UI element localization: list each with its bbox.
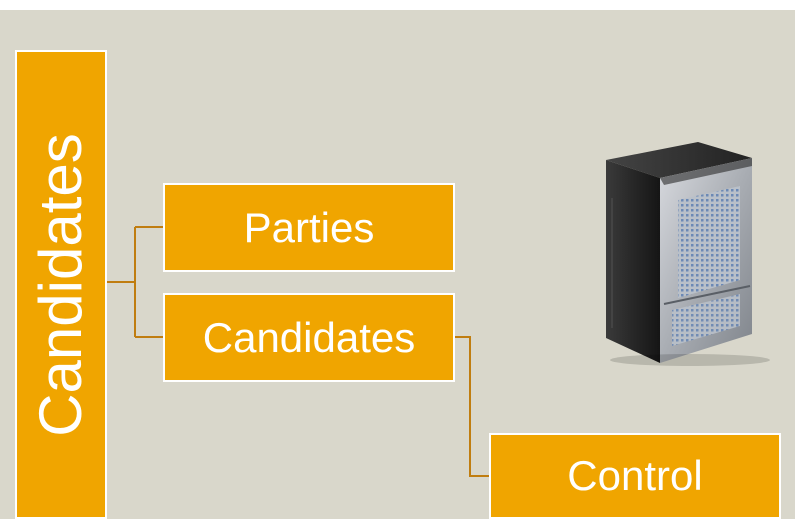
connector-lines: [107, 226, 489, 477]
diagram-canvas: Candidates Parties Candidates Control: [0, 10, 795, 519]
node-control: Control: [489, 433, 781, 519]
node-control-label: Control: [567, 452, 703, 499]
root-node-label: Candidates: [27, 132, 94, 437]
node-parties-label: Parties: [243, 203, 375, 251]
root-node-candidates: Candidates: [15, 50, 107, 519]
node-candidates-label: Candidates: [202, 313, 416, 361]
node-parties: Parties: [163, 183, 455, 272]
server-tower-icon: [606, 142, 770, 366]
connector-root-to-children: [107, 226, 163, 338]
node-candidates: Candidates: [163, 293, 455, 382]
connector-candidates-to-control: [455, 336, 489, 477]
